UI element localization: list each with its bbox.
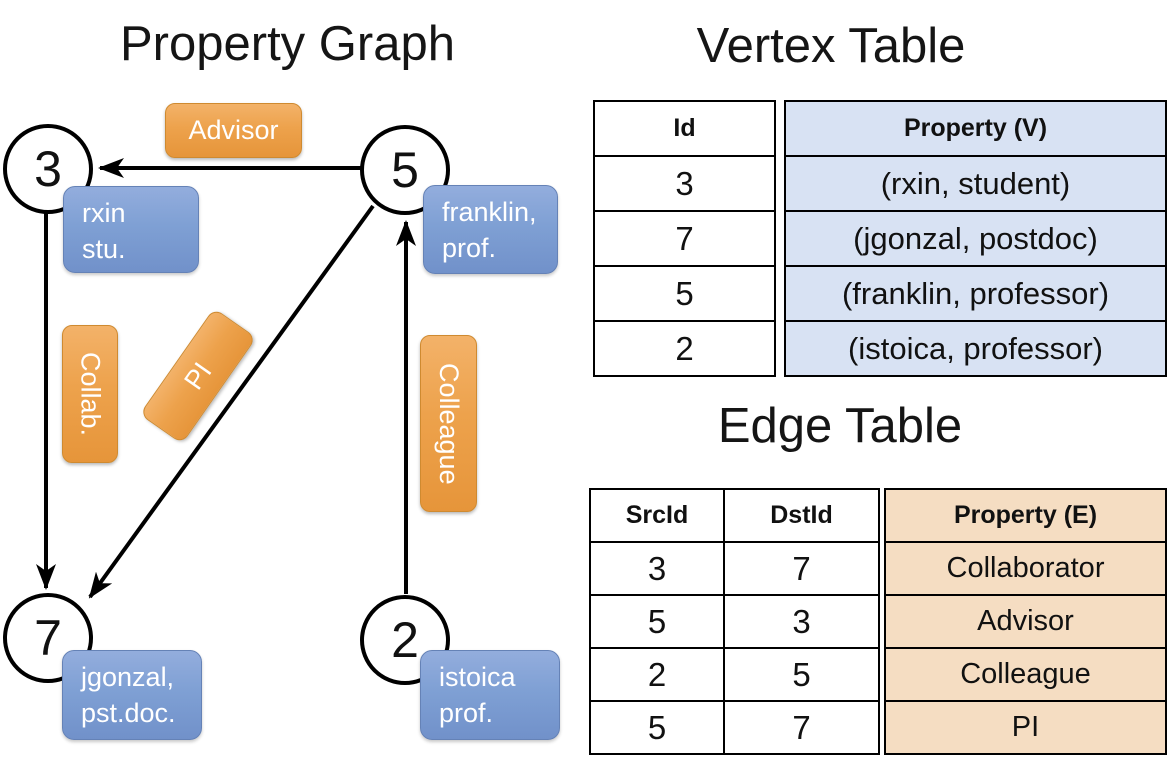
vertex-row-id: 5 <box>593 265 776 322</box>
vertex-property-header: Property (V) <box>784 100 1167 157</box>
node-5-property-line1: franklin, <box>442 197 537 227</box>
vertex-row-id: 2 <box>593 320 776 377</box>
edge-label-advisor-text: Advisor <box>188 115 279 145</box>
edge-row-src: 5 <box>589 594 725 649</box>
edge-label-collab: Collab. <box>62 325 118 463</box>
edge-row-src: 3 <box>589 541 725 596</box>
node-2-id: 2 <box>391 612 419 668</box>
edge-row-dst: 7 <box>723 700 880 755</box>
node-2-property-line1: istoica <box>439 662 516 692</box>
graph-node-3: 3 <box>3 124 93 214</box>
node-7-property-box: jgonzal, pst.doc. <box>62 650 202 740</box>
node-5-property-box: franklin, prof. <box>423 185 558 274</box>
node-3-property-box: rxin stu. <box>63 186 199 273</box>
vertex-table-title: Vertex Table <box>696 19 966 73</box>
edge-label-pi: PI <box>139 307 257 445</box>
edge-property-table: Property (E) Collaborator Advisor Collea… <box>884 488 1167 755</box>
vertex-property-table: Property (V) (rxin, student) (jgonzal, p… <box>784 100 1167 377</box>
edge-property-header: Property (E) <box>884 488 1167 543</box>
edge-table-title: Edge Table <box>717 399 963 453</box>
edge-row-property: PI <box>884 700 1167 755</box>
node-2-property-line2: prof. <box>439 698 494 728</box>
edge-row-property: Collaborator <box>884 541 1167 596</box>
node-3-property-line2: stu. <box>82 234 126 264</box>
vertex-row-property: (istoica, professor) <box>784 320 1167 377</box>
edge-label-collab-text: Collab. <box>75 351 106 437</box>
property-graph-title: Property Graph <box>120 17 455 71</box>
vertex-row-property: (franklin, professor) <box>784 265 1167 322</box>
vertex-row-property: (rxin, student) <box>784 155 1167 212</box>
edge-row-property: Colleague <box>884 647 1167 702</box>
edge-row-dst: 5 <box>723 647 880 702</box>
vertex-row-id: 7 <box>593 210 776 267</box>
edge-label-colleague: Colleague <box>420 335 477 512</box>
edge-row-dst: 7 <box>723 541 880 596</box>
node-7-property-line1: jgonzal, <box>81 662 175 692</box>
vertex-id-table: Id 3 7 5 2 <box>593 100 776 377</box>
edge-row-property: Advisor <box>884 594 1167 649</box>
edge-src-header: SrcId <box>589 488 725 543</box>
node-7-property-line2: pst.doc. <box>81 698 176 728</box>
edge-label-advisor: Advisor <box>165 103 302 158</box>
edge-label-colleague-text: Colleague <box>434 362 464 485</box>
node-5-id: 5 <box>391 142 419 198</box>
node-5-property-line2: prof. <box>442 233 497 263</box>
edge-dst-header: DstId <box>723 488 880 543</box>
vertex-row-id: 3 <box>593 155 776 212</box>
node-3-id: 3 <box>34 141 62 197</box>
node-7-id: 7 <box>34 610 62 666</box>
edge-row-dst: 3 <box>723 594 880 649</box>
edge-row-src: 2 <box>589 647 725 702</box>
edge-label-pi-text: PI <box>177 356 218 395</box>
edge-row-src: 5 <box>589 700 725 755</box>
node-3-property-line1: rxin <box>82 198 126 228</box>
edge-src-dst-table: SrcId DstId 3 7 5 3 2 5 5 7 <box>589 488 880 755</box>
node-2-property-box: istoica prof. <box>420 650 560 740</box>
vertex-row-property: (jgonzal, postdoc) <box>784 210 1167 267</box>
vertex-id-header: Id <box>593 100 776 157</box>
